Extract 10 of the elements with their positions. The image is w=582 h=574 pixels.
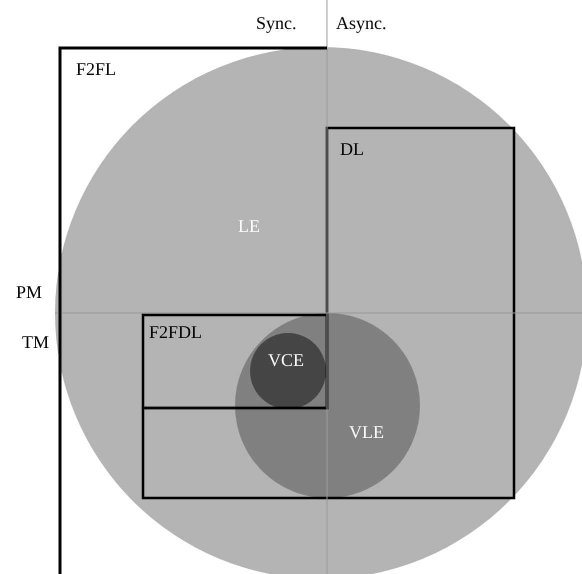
axis-label: Sync. [256, 14, 296, 32]
region-label: DL [340, 140, 364, 158]
region-label: F2FDL [149, 323, 202, 341]
axis-label: PM [16, 283, 42, 301]
region-label: LE [238, 217, 260, 235]
region-label: VLE [349, 423, 384, 441]
region-label: F2FL [76, 60, 116, 78]
axis-label: TM [22, 333, 49, 351]
axis-label: Async. [336, 14, 386, 32]
region-label: VCE [268, 351, 304, 369]
